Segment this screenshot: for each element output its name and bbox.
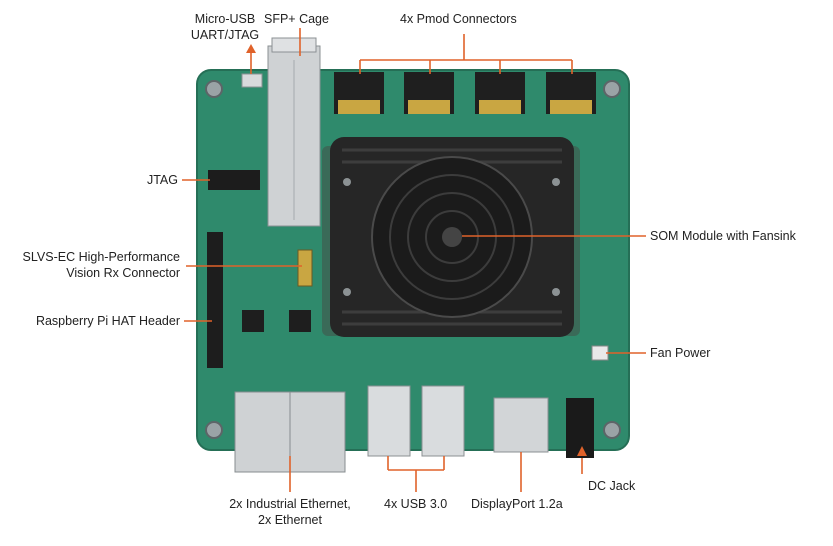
label-rpi: Raspberry Pi HAT Header (35, 314, 180, 328)
label-ethernet-line1: 2x Industrial Ethernet, (229, 497, 351, 511)
mounting-holes (205, 80, 621, 439)
label-micro-usb-line2: UART/JTAG (190, 28, 260, 42)
fan-power-connector (591, 345, 609, 361)
callout-lines (182, 28, 646, 492)
label-usb: 4x USB 3.0 (384, 497, 448, 511)
micro-usb-port (241, 73, 263, 88)
label-sfp: SFP+ Cage (264, 12, 329, 26)
jtag-header (208, 170, 260, 190)
rpi-header (207, 232, 223, 368)
usb-ports (367, 385, 465, 457)
label-slvs-line2: Vision Rx Connector (66, 266, 180, 280)
slvs-connector (297, 249, 313, 287)
label-micro-usb-line1: Micro-USB (194, 12, 256, 26)
heatsink-screws (343, 178, 560, 296)
label-displayport: DisplayPort 1.2a (471, 497, 563, 511)
sfp-cage (267, 37, 321, 227)
displayport-connector (493, 397, 549, 453)
pmod-pins (338, 100, 592, 114)
label-slvs: SLVS-EC High-Performance Vision Rx Conne… (8, 249, 180, 281)
label-dc-jack: DC Jack (588, 479, 636, 493)
label-pmod: 4x Pmod Connectors (400, 12, 517, 26)
label-slvs-line1: SLVS-EC High-Performance (22, 250, 180, 264)
callout-arrowheads (246, 44, 587, 456)
label-fan-power: Fan Power (650, 346, 711, 360)
label-jtag: JTAG (146, 173, 178, 187)
label-ethernet-line2: 2x Ethernet (258, 513, 322, 527)
dc-jack (566, 398, 594, 458)
label-ethernet: 2x Industrial Ethernet, 2x Ethernet (205, 496, 375, 528)
label-micro-usb: Micro-USB UART/JTAG (188, 11, 262, 43)
ic-chips (242, 310, 311, 332)
fan (371, 156, 533, 318)
label-som: SOM Module with Fansink (650, 229, 796, 243)
